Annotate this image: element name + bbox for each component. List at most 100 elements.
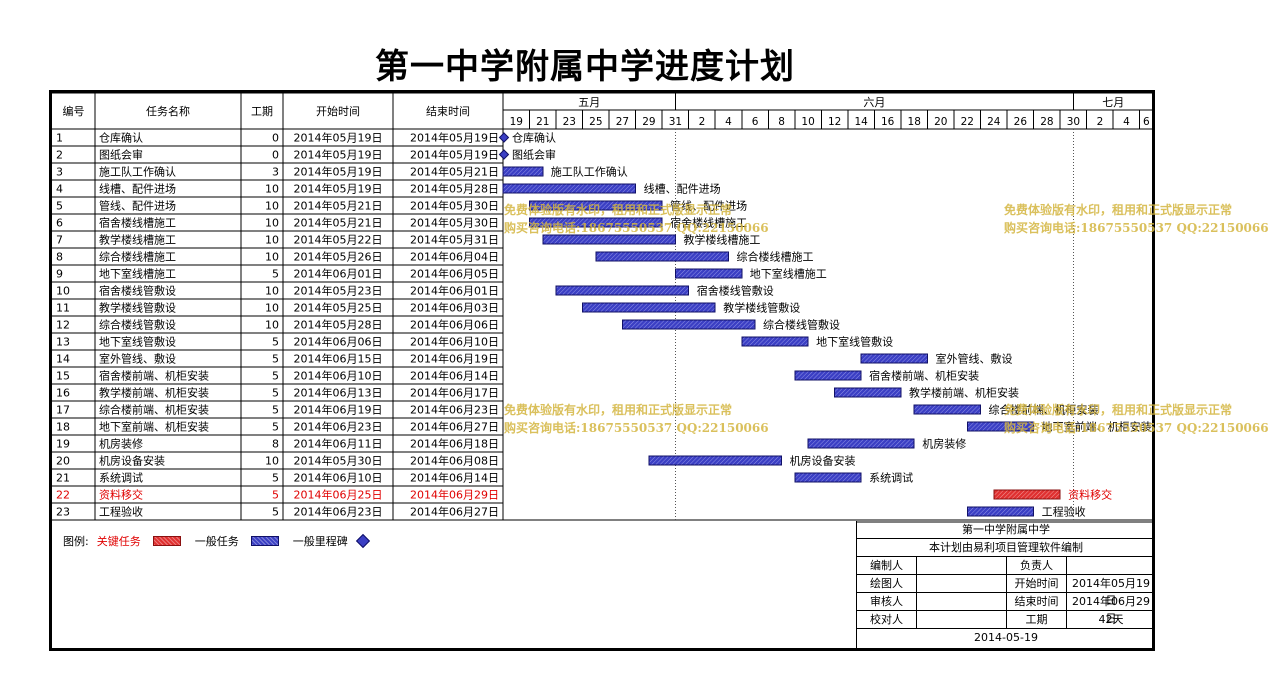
info-row: 绘图人 开始时间 2014年05月19日 [857, 575, 1154, 607]
day-tick-label: 20 [934, 116, 947, 128]
task-name: 机房装修 [99, 437, 143, 451]
day-tick-label: 23 [563, 116, 576, 128]
day-tick-label: 24 [987, 116, 1001, 128]
task-bar [502, 183, 637, 194]
info-start-value: 2014年05月19日 [1072, 577, 1150, 607]
info-row: 编制人 负责人 [857, 557, 1154, 575]
task-name: 管线、配件进场 [99, 199, 176, 213]
task-start: 2014年05月28日 [294, 318, 383, 332]
bar-label: 综合楼前端、机柜安装 [989, 403, 1099, 417]
day-tick-label: 6 [752, 116, 759, 128]
task-bar [542, 234, 676, 245]
info-reviewer-value [917, 593, 1007, 610]
task-end: 2014年06月05日 [410, 267, 499, 281]
task-end: 2014年06月23日 [410, 403, 499, 417]
header-end: 结束时间 [426, 105, 470, 118]
day-tick-label: 6 [1143, 116, 1150, 128]
info-drawer-value [917, 575, 1007, 592]
task-id: 15 [56, 370, 70, 383]
legend-general-label: 一般任务 [194, 535, 239, 548]
task-id: 8 [56, 251, 63, 264]
watermark-text: 免费体验版有水印，租用和正式版显示正常 [504, 203, 733, 217]
task-start: 2014年06月10日 [294, 369, 383, 383]
task-duration: 10 [265, 285, 279, 298]
day-tick-label: 8 [778, 116, 785, 128]
task-name: 系统调试 [99, 472, 143, 485]
task-start: 2014年06月11日 [294, 437, 383, 451]
info-editor-label: 编制人 [857, 557, 917, 574]
task-duration: 10 [265, 251, 279, 264]
info-drawer-label: 绘图人 [857, 575, 917, 592]
month-label: 七月 [1102, 96, 1124, 109]
task-name: 地下室线槽施工 [99, 267, 176, 281]
task-bar [502, 166, 544, 177]
task-name: 综合楼线管敷设 [99, 318, 176, 332]
day-tick-label: 29 [642, 116, 655, 128]
info-editor-value [917, 557, 1007, 574]
task-id: 23 [56, 506, 70, 519]
task-duration: 10 [265, 217, 279, 230]
bar-label: 宿舍楼线管敷设 [697, 284, 774, 298]
task-duration: 5 [272, 370, 279, 383]
info-checker-label: 校对人 [857, 611, 917, 628]
task-duration: 5 [272, 268, 279, 281]
task-bar [913, 404, 982, 415]
task-duration: 0 [272, 132, 279, 145]
task-duration: 5 [272, 353, 279, 366]
day-tick-label: 26 [1014, 116, 1028, 128]
bar-label: 管线、配件进场 [670, 199, 747, 213]
bar-label: 综合楼线管敷设 [763, 318, 840, 332]
task-start: 2014年06月15日 [294, 352, 383, 366]
bar-label: 教学楼前端、机柜安装 [909, 386, 1019, 400]
task-bar [794, 472, 862, 483]
bar-label: 地下室线槽施工 [750, 267, 827, 281]
day-tick-label: 28 [1040, 116, 1053, 128]
task-name: 宿舍楼线槽施工 [99, 216, 176, 230]
legend-label: 图例: [63, 535, 89, 548]
task-id: 18 [56, 421, 70, 434]
task-id: 9 [56, 268, 63, 281]
info-end-label: 结束时间 [1007, 593, 1067, 610]
task-duration: 8 [272, 438, 279, 451]
bar-label: 线槽、配件进场 [644, 182, 721, 196]
task-start: 2014年05月23日 [294, 284, 383, 298]
task-start: 2014年05月25日 [294, 301, 383, 315]
header-start: 开始时间 [316, 104, 360, 118]
task-name: 地下室线管敷设 [99, 335, 176, 349]
day-tick-label: 30 [1067, 116, 1080, 128]
task-name: 机房设备安装 [99, 454, 165, 468]
task-end: 2014年06月10日 [410, 335, 499, 349]
watermark-text: 购买咨询电话:18675550537 QQ:22150066 [1004, 421, 1269, 435]
task-duration: 5 [272, 404, 279, 417]
task-end: 2014年06月29日 [410, 488, 499, 502]
watermark-text: 购买咨询电话:18675550537 QQ:22150066 [504, 221, 769, 235]
task-start: 2014年05月21日 [294, 216, 383, 230]
task-end: 2014年06月04日 [410, 250, 499, 264]
task-name: 综合楼前端、机柜安装 [99, 403, 209, 417]
bar-label: 资料移交 [1068, 488, 1112, 502]
task-duration: 10 [265, 234, 279, 247]
info-owner-label: 负责人 [1007, 557, 1067, 574]
task-name: 工程验收 [99, 505, 143, 519]
task-name: 教学楼线槽施工 [99, 233, 176, 247]
task-duration: 5 [272, 506, 279, 519]
bar-label: 图纸会审 [512, 148, 556, 162]
task-start: 2014年06月25日 [294, 488, 383, 502]
task-bar [741, 336, 809, 347]
gantt-frame [49, 90, 1155, 651]
info-block: 第一中学附属中学 本计划由易利项目管理软件编制 编制人 负责人 绘图人 开始时间… [856, 521, 1154, 649]
info-date: 2014-05-19 [974, 631, 1038, 644]
info-row: 审核人 结束时间 2014年06月29日 [857, 593, 1154, 625]
day-tick-label: 19 [510, 116, 523, 128]
milestone-diamond-icon [355, 533, 370, 549]
bar-label: 施工队工作确认 [551, 165, 628, 179]
task-bar [621, 319, 756, 330]
day-tick-label: 14 [854, 116, 868, 128]
task-duration: 0 [272, 149, 279, 162]
task-duration: 10 [265, 183, 279, 196]
task-duration: 10 [265, 302, 279, 315]
task-end: 2014年06月19日 [410, 352, 499, 366]
task-end: 2014年06月17日 [410, 386, 499, 400]
info-start-label: 开始时间 [1007, 575, 1067, 592]
task-bar [807, 438, 915, 449]
